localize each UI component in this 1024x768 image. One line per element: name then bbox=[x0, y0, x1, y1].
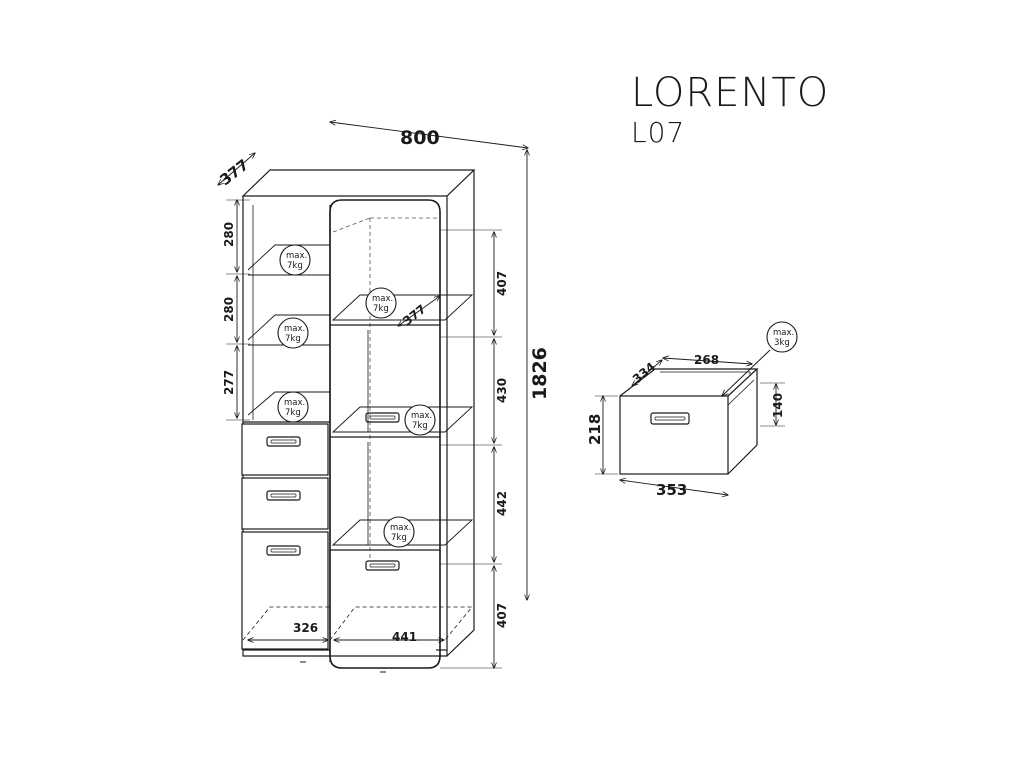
load-badge: max. 7kg bbox=[277, 317, 309, 349]
drawer-dimension-lines bbox=[595, 358, 785, 495]
dim-shelf-depth: 377 bbox=[400, 302, 428, 328]
svg-text:max.: max. bbox=[284, 324, 305, 334]
drawer-height: 140 bbox=[771, 393, 785, 418]
svg-text:7kg: 7kg bbox=[412, 421, 428, 431]
dim-right-1: 407 bbox=[495, 271, 509, 296]
svg-text:7kg: 7kg bbox=[287, 261, 303, 271]
dim-width-label: 800 bbox=[400, 127, 440, 149]
svg-text:max.: max. bbox=[286, 251, 307, 261]
product-name: LORENTO bbox=[631, 70, 830, 116]
drawer-inner-width: 268 bbox=[694, 353, 719, 367]
load-badge: max. 7kg bbox=[404, 404, 436, 436]
dim-height-label: 1826 bbox=[529, 347, 551, 400]
dim-bottom-right: 441 bbox=[392, 630, 417, 644]
svg-text:max.: max. bbox=[773, 328, 794, 338]
drawer-depth: 334 bbox=[630, 359, 658, 386]
dim-left-1: 280 bbox=[222, 222, 236, 247]
svg-text:max.: max. bbox=[372, 294, 393, 304]
dim-bottom-left: 326 bbox=[293, 621, 318, 635]
load-badge: max. 7kg bbox=[365, 287, 397, 319]
load-badge-drawer: max. 3kg bbox=[766, 321, 798, 353]
dim-right-4: 407 bbox=[495, 603, 509, 628]
load-badges: max. 7kg max. 7kg max. 7kg max. 7kg max.… bbox=[277, 244, 798, 548]
svg-text:7kg: 7kg bbox=[373, 304, 389, 314]
svg-text:max.: max. bbox=[284, 398, 305, 408]
drawer-front-height: 218 bbox=[586, 414, 604, 445]
load-badge: max. 7kg bbox=[279, 244, 311, 276]
svg-text:7kg: 7kg bbox=[285, 408, 301, 418]
dim-left-3: 277 bbox=[222, 370, 236, 395]
dim-right-2: 430 bbox=[495, 378, 509, 403]
drawer-front-width: 353 bbox=[656, 481, 687, 499]
load-badge: max. 7kg bbox=[383, 516, 415, 548]
cabinet bbox=[241, 169, 476, 673]
svg-text:7kg: 7kg bbox=[285, 334, 301, 344]
product-code: L07 bbox=[631, 116, 686, 149]
dimension-lines bbox=[218, 122, 528, 668]
svg-text:max.: max. bbox=[411, 411, 432, 421]
svg-text:3kg: 3kg bbox=[774, 338, 790, 348]
svg-text:max.: max. bbox=[390, 523, 411, 533]
dim-right-3: 442 bbox=[495, 491, 509, 516]
product-title: LORENTO L07 bbox=[631, 70, 829, 150]
dim-left-2: 280 bbox=[222, 297, 236, 322]
load-badge: max. 7kg bbox=[277, 391, 309, 423]
svg-text:7kg: 7kg bbox=[391, 533, 407, 543]
drawer-detail bbox=[619, 349, 771, 475]
